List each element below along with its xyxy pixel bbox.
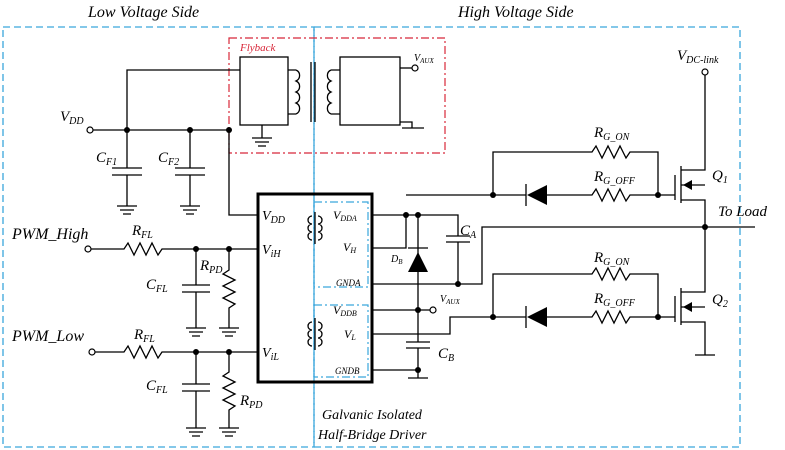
driver-high-isolation-coil bbox=[307, 215, 323, 241]
ca-label: CA bbox=[460, 223, 477, 241]
low-voltage-label: Low Voltage Side bbox=[87, 4, 199, 21]
q1-label: Q1 bbox=[712, 168, 728, 186]
rg-on-2-resistor-icon bbox=[562, 266, 675, 318]
high-voltage-label: High Voltage Side bbox=[457, 4, 574, 21]
vaux-terminal-icon bbox=[429, 306, 437, 314]
q1-mosfet-icon bbox=[681, 75, 706, 227]
q2-label: Q2 bbox=[712, 292, 728, 310]
rg-off-1-resistor-icon bbox=[547, 187, 658, 203]
rg-on-2-label: RG_ON bbox=[593, 250, 631, 268]
rpd-low-resistor-icon bbox=[219, 352, 239, 437]
flyback-primary-coil bbox=[288, 69, 301, 115]
driver-vil-pin-label: ViL bbox=[262, 346, 279, 363]
pwm-high-label: PWM_High bbox=[11, 226, 88, 243]
driver-caption-line1: Galvanic Isolated bbox=[322, 408, 423, 423]
vdda-rail bbox=[372, 214, 459, 236]
vdd-node-3 bbox=[226, 127, 232, 133]
driver-low-channel-box bbox=[313, 304, 369, 378]
vdd-label: VDD bbox=[60, 109, 84, 127]
vh-wire bbox=[372, 215, 407, 249]
flyback-ground-icon bbox=[252, 137, 272, 147]
vh-gate-wire bbox=[406, 151, 562, 196]
cfl-high-label: CFL bbox=[146, 277, 168, 295]
vh-gate-node bbox=[490, 192, 496, 198]
vdd-rail bbox=[90, 69, 240, 131]
driver-vddb-pin-label: VDDB bbox=[333, 303, 357, 318]
rpd-low-label: RPD bbox=[239, 393, 263, 411]
cfl-low-label: CFL bbox=[146, 378, 168, 396]
rfl-low-label: RFL bbox=[133, 327, 155, 345]
vdc-link-terminal-icon bbox=[701, 68, 709, 76]
driver-gnda-pin-label: GNDA bbox=[336, 278, 361, 288]
driver-gndb-pin-label: GNDB bbox=[335, 366, 360, 376]
rg-on-1-label: RG_ON bbox=[593, 125, 631, 143]
cf2-label: CF2 bbox=[158, 150, 179, 168]
driver-ic-box bbox=[256, 192, 374, 384]
rg-off-2-resistor-icon bbox=[547, 309, 658, 325]
driver-vh-pin-label: VH bbox=[343, 240, 357, 255]
cfl-high-capacitor-icon bbox=[182, 249, 210, 337]
rfl-high-label: RFL bbox=[131, 223, 153, 241]
q2-mosfet-icon bbox=[681, 227, 715, 356]
flyback-secondary-coil bbox=[326, 69, 340, 115]
gate-1-node bbox=[655, 192, 661, 198]
cf1-capacitor-icon bbox=[112, 130, 142, 215]
pwm-low-label: PWM_Low bbox=[11, 328, 84, 345]
flyback-vaux-label: VAUX bbox=[414, 53, 434, 65]
rpd-high-label: RPD bbox=[199, 258, 223, 276]
driver-vdd-pin-label: VDD bbox=[262, 209, 286, 226]
gate-diode-1-icon bbox=[527, 185, 547, 205]
db-diode-body bbox=[408, 252, 428, 272]
gate-2-node bbox=[655, 314, 661, 320]
flyback-secondary-block bbox=[339, 56, 401, 126]
driver-vl-pin-label: VL bbox=[344, 327, 356, 342]
gate-diode-2-icon bbox=[527, 307, 547, 327]
rg-off-1-label: RG_OFF bbox=[593, 169, 636, 187]
driver-vdda-pin-label: VDDA bbox=[333, 208, 357, 223]
vdc-link-label: VDC-link bbox=[677, 48, 719, 66]
cf1-label: CF1 bbox=[96, 150, 117, 168]
cf2-capacitor-icon bbox=[175, 130, 205, 215]
driver-low-isolation-coil bbox=[307, 321, 323, 347]
rpd-high-resistor-icon bbox=[219, 249, 239, 337]
rfl-low-resistor-icon bbox=[95, 344, 258, 360]
gndb-node bbox=[415, 367, 421, 373]
flyback-secondary-ground-wire bbox=[400, 121, 413, 128]
driver-caption-line2: Half-Bridge Driver bbox=[317, 428, 427, 443]
vaux-label: VAUX bbox=[440, 294, 460, 306]
vddb-rail bbox=[372, 284, 430, 342]
ca-capacitor-icon bbox=[446, 235, 470, 284]
gnda-node bbox=[455, 281, 461, 287]
driver-vih-pin-label: ViH bbox=[262, 243, 281, 260]
flyback-vaux-terminal-icon bbox=[411, 64, 419, 72]
rfl-high-resistor-icon bbox=[91, 241, 258, 257]
vddb-node bbox=[415, 307, 421, 313]
to-load-label: To Load bbox=[718, 204, 768, 220]
db-label: DB bbox=[390, 254, 403, 266]
flyback-box bbox=[228, 37, 446, 154]
cb-label: CB bbox=[438, 346, 454, 364]
cb-capacitor-icon bbox=[372, 341, 430, 379]
rg-on-1-resistor-icon bbox=[562, 144, 675, 196]
flyback-label: Flyback bbox=[239, 42, 277, 54]
cfl-low-capacitor-icon bbox=[182, 352, 210, 437]
db-diode-icon bbox=[408, 215, 428, 284]
driver-high-channel-box bbox=[313, 201, 369, 288]
high-voltage-region bbox=[313, 26, 741, 448]
vdd-terminal-icon bbox=[86, 126, 94, 134]
vl-wire bbox=[372, 273, 562, 335]
gnda-wire bbox=[372, 226, 705, 285]
vdd-to-driver-wire bbox=[228, 130, 258, 216]
q1-arrow-icon bbox=[683, 180, 692, 190]
rg-off-2-label: RG_OFF bbox=[593, 291, 636, 309]
flyback-isolation-line bbox=[312, 38, 313, 153]
pwm-high-terminal-icon bbox=[84, 245, 92, 253]
vl-gate-node bbox=[490, 314, 496, 320]
flyback-primary-block bbox=[239, 56, 289, 126]
pwm-low-terminal-icon bbox=[88, 348, 96, 356]
q2-arrow-icon bbox=[683, 302, 692, 312]
